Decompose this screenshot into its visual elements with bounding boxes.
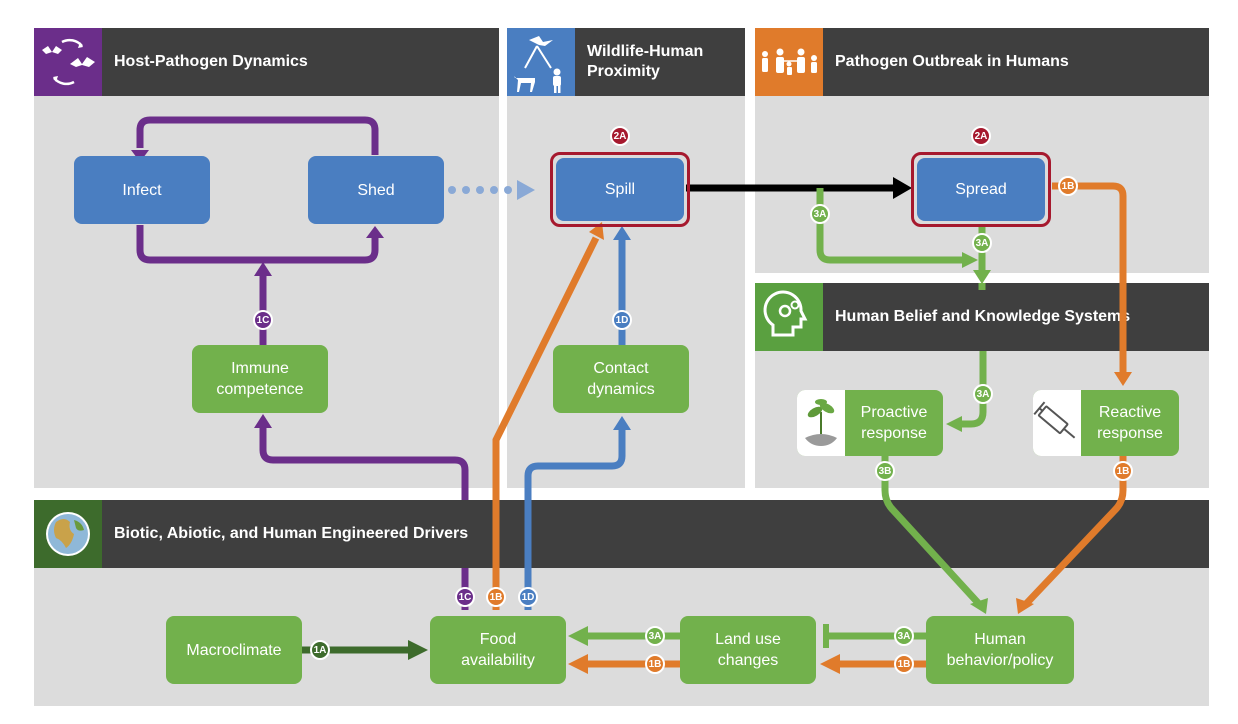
food-availability-node[interactable]: Food availability [430,616,566,684]
bird-horse-human-icon [507,28,575,96]
shed-spill-dotted [448,180,535,200]
land-use-node[interactable]: Land use changes [680,616,816,684]
syringe-icon [1033,390,1081,456]
drivers-title: Biotic, Abiotic, and Human Engineered Dr… [114,525,469,542]
proactive-response-node[interactable]: Proactive response [797,390,943,456]
badge-1b-land-food: 1B [645,654,665,674]
belief-header: Human Belief and Knowledge Systems [755,283,1209,351]
shed-node[interactable]: Shed [308,156,444,224]
spill-spread-arrow [686,177,912,199]
drivers-header: Biotic, Abiotic, and Human Engineered Dr… [34,500,1209,568]
badge-1b-behavior-land: 1B [894,654,914,674]
spill-highlight-frame [550,152,690,227]
globe-icon [34,500,102,568]
outbreak-header: Pathogen Outbreak in Humans [755,28,1209,96]
spread-node[interactable]: Spread [917,158,1045,221]
badge-3a-land-food: 3A [645,626,665,646]
bat-cycle-icon [34,28,102,96]
badge-3a-behavior-land: 3A [894,626,914,646]
reactive-response-node[interactable]: Reactive response [1033,390,1179,456]
wildlife-human-header: Wildlife-Human Proximity [507,28,745,96]
proactive-label: Proactive response [860,404,928,442]
belief-title: Human Belief and Knowledge Systems [835,308,1131,325]
blue-1d-path [524,238,626,610]
immune-competence-node[interactable]: Immune competence [192,345,328,413]
macroclimate-node[interactable]: Macroclimate [166,616,302,684]
infect-node[interactable]: Infect [74,156,210,224]
orange-1b-spread-reactive [1052,182,1127,372]
head-gears-icon [755,283,823,351]
host-pathogen-title: Host-Pathogen Dynamics [114,53,308,70]
seedling-hand-icon [797,390,845,456]
badge-3a-outbreak-center: 3A [972,233,992,253]
orange-1b-path [492,236,600,610]
badge-1b-spread: 1B [1058,176,1078,196]
badge-1b-bottom: 1B [486,587,506,607]
badge-1d-bottom: 1D [518,587,538,607]
outbreak-title: Pathogen Outbreak in Humans [835,53,1069,70]
badge-2a-spill: 2A [610,126,630,146]
reactive-label: Reactive response [1097,404,1163,442]
badge-1c-top: 1C [253,310,273,330]
wildlife-human-title: Wildlife-Human Proximity [587,43,704,80]
host-pathogen-header: Host-Pathogen Dynamics [34,28,499,96]
badge-1a: 1A [310,640,330,660]
people-group-icon [755,28,823,96]
badge-3a-outbreak-left: 3A [810,204,830,224]
orange-1b-reactive-behavior [1022,456,1127,608]
badge-1b-reactive: 1B [1113,461,1133,481]
badge-1d-top: 1D [612,310,632,330]
green-3b-path [881,456,983,608]
green-3a-belief-proactive [960,351,987,428]
badge-2a-spread: 2A [971,126,991,146]
badge-3b-proactive: 3B [875,461,895,481]
contact-dynamics-node[interactable]: Contact dynamics [553,345,689,413]
spill-node[interactable]: Spill [556,158,684,221]
infect-shed-loop [136,116,469,610]
spread-highlight-frame [911,152,1051,227]
badge-3a-belief: 3A [973,384,993,404]
badge-1c-bottom: 1C [455,587,475,607]
human-behavior-node[interactable]: Human behavior/policy [926,616,1074,684]
